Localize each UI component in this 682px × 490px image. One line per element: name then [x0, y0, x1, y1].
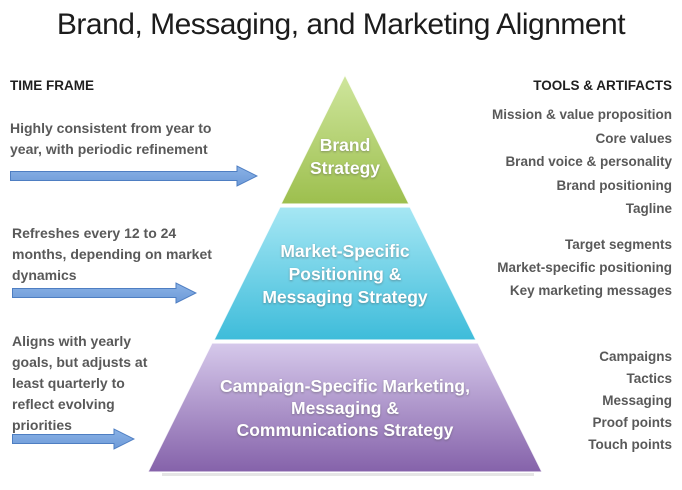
- tier-label-campaign-marketing: Campaign-Specific Marketing, Messaging &…: [220, 376, 470, 440]
- slide-title: Brand, Messaging, and Marketing Alignmen…: [56, 8, 626, 41]
- arrow-shape: [12, 428, 135, 450]
- tier-label-positioning-messaging: Market-Specific Positioning & Messaging …: [262, 241, 428, 307]
- list-item: Target segments: [564, 237, 672, 252]
- timeframe-header: TIME FRAME: [10, 78, 94, 93]
- pyramid-tier-positioning-messaging: [213, 206, 477, 341]
- right-arrow-icon: [12, 282, 197, 304]
- pyramid-diagram: [147, 73, 543, 476]
- right-arrow-icon: [12, 428, 135, 450]
- timeframe-note-market: Refreshes every 12 to 24 months, dependi…: [12, 225, 212, 283]
- list-item: Brand positioning: [556, 177, 673, 193]
- list-item: Key marketing messages: [509, 283, 672, 298]
- timeframe-note-campaign: Aligns with yearly goals, but adjusts at…: [12, 333, 148, 433]
- pyramid-tier-brand-strategy: [280, 73, 410, 205]
- list-item: Market-specific positioning: [497, 260, 672, 275]
- tools-list-brand: Mission & value proposition Core values …: [492, 103, 672, 221]
- list-item: Tactics: [626, 371, 672, 386]
- tools-artifacts-header: TOOLS & ARTIFACTS: [533, 78, 672, 93]
- list-item: Proof points: [592, 415, 673, 430]
- arrow-shape: [10, 165, 258, 187]
- list-item: Brand voice & personality: [505, 154, 672, 169]
- list-item: Messaging: [602, 393, 672, 408]
- right-arrow-icon: [10, 165, 258, 187]
- arrow-shape: [12, 282, 197, 304]
- tier-label-brand-strategy: Brand Strategy: [309, 135, 381, 178]
- tools-list-market: Target segments Market-specific position…: [497, 233, 672, 302]
- timeframe-note-brand: Highly consistent from year to year, wit…: [10, 120, 212, 157]
- tools-list-campaign: Campaigns Tactics Messaging Proof points…: [588, 346, 672, 456]
- list-item: Campaigns: [599, 349, 672, 364]
- list-item: Tagline: [625, 201, 672, 216]
- list-item: Touch points: [588, 437, 672, 452]
- pyramid-tier-campaign-marketing: [147, 342, 543, 473]
- list-item: Core values: [595, 130, 672, 146]
- list-item: Mission & value proposition: [491, 107, 672, 122]
